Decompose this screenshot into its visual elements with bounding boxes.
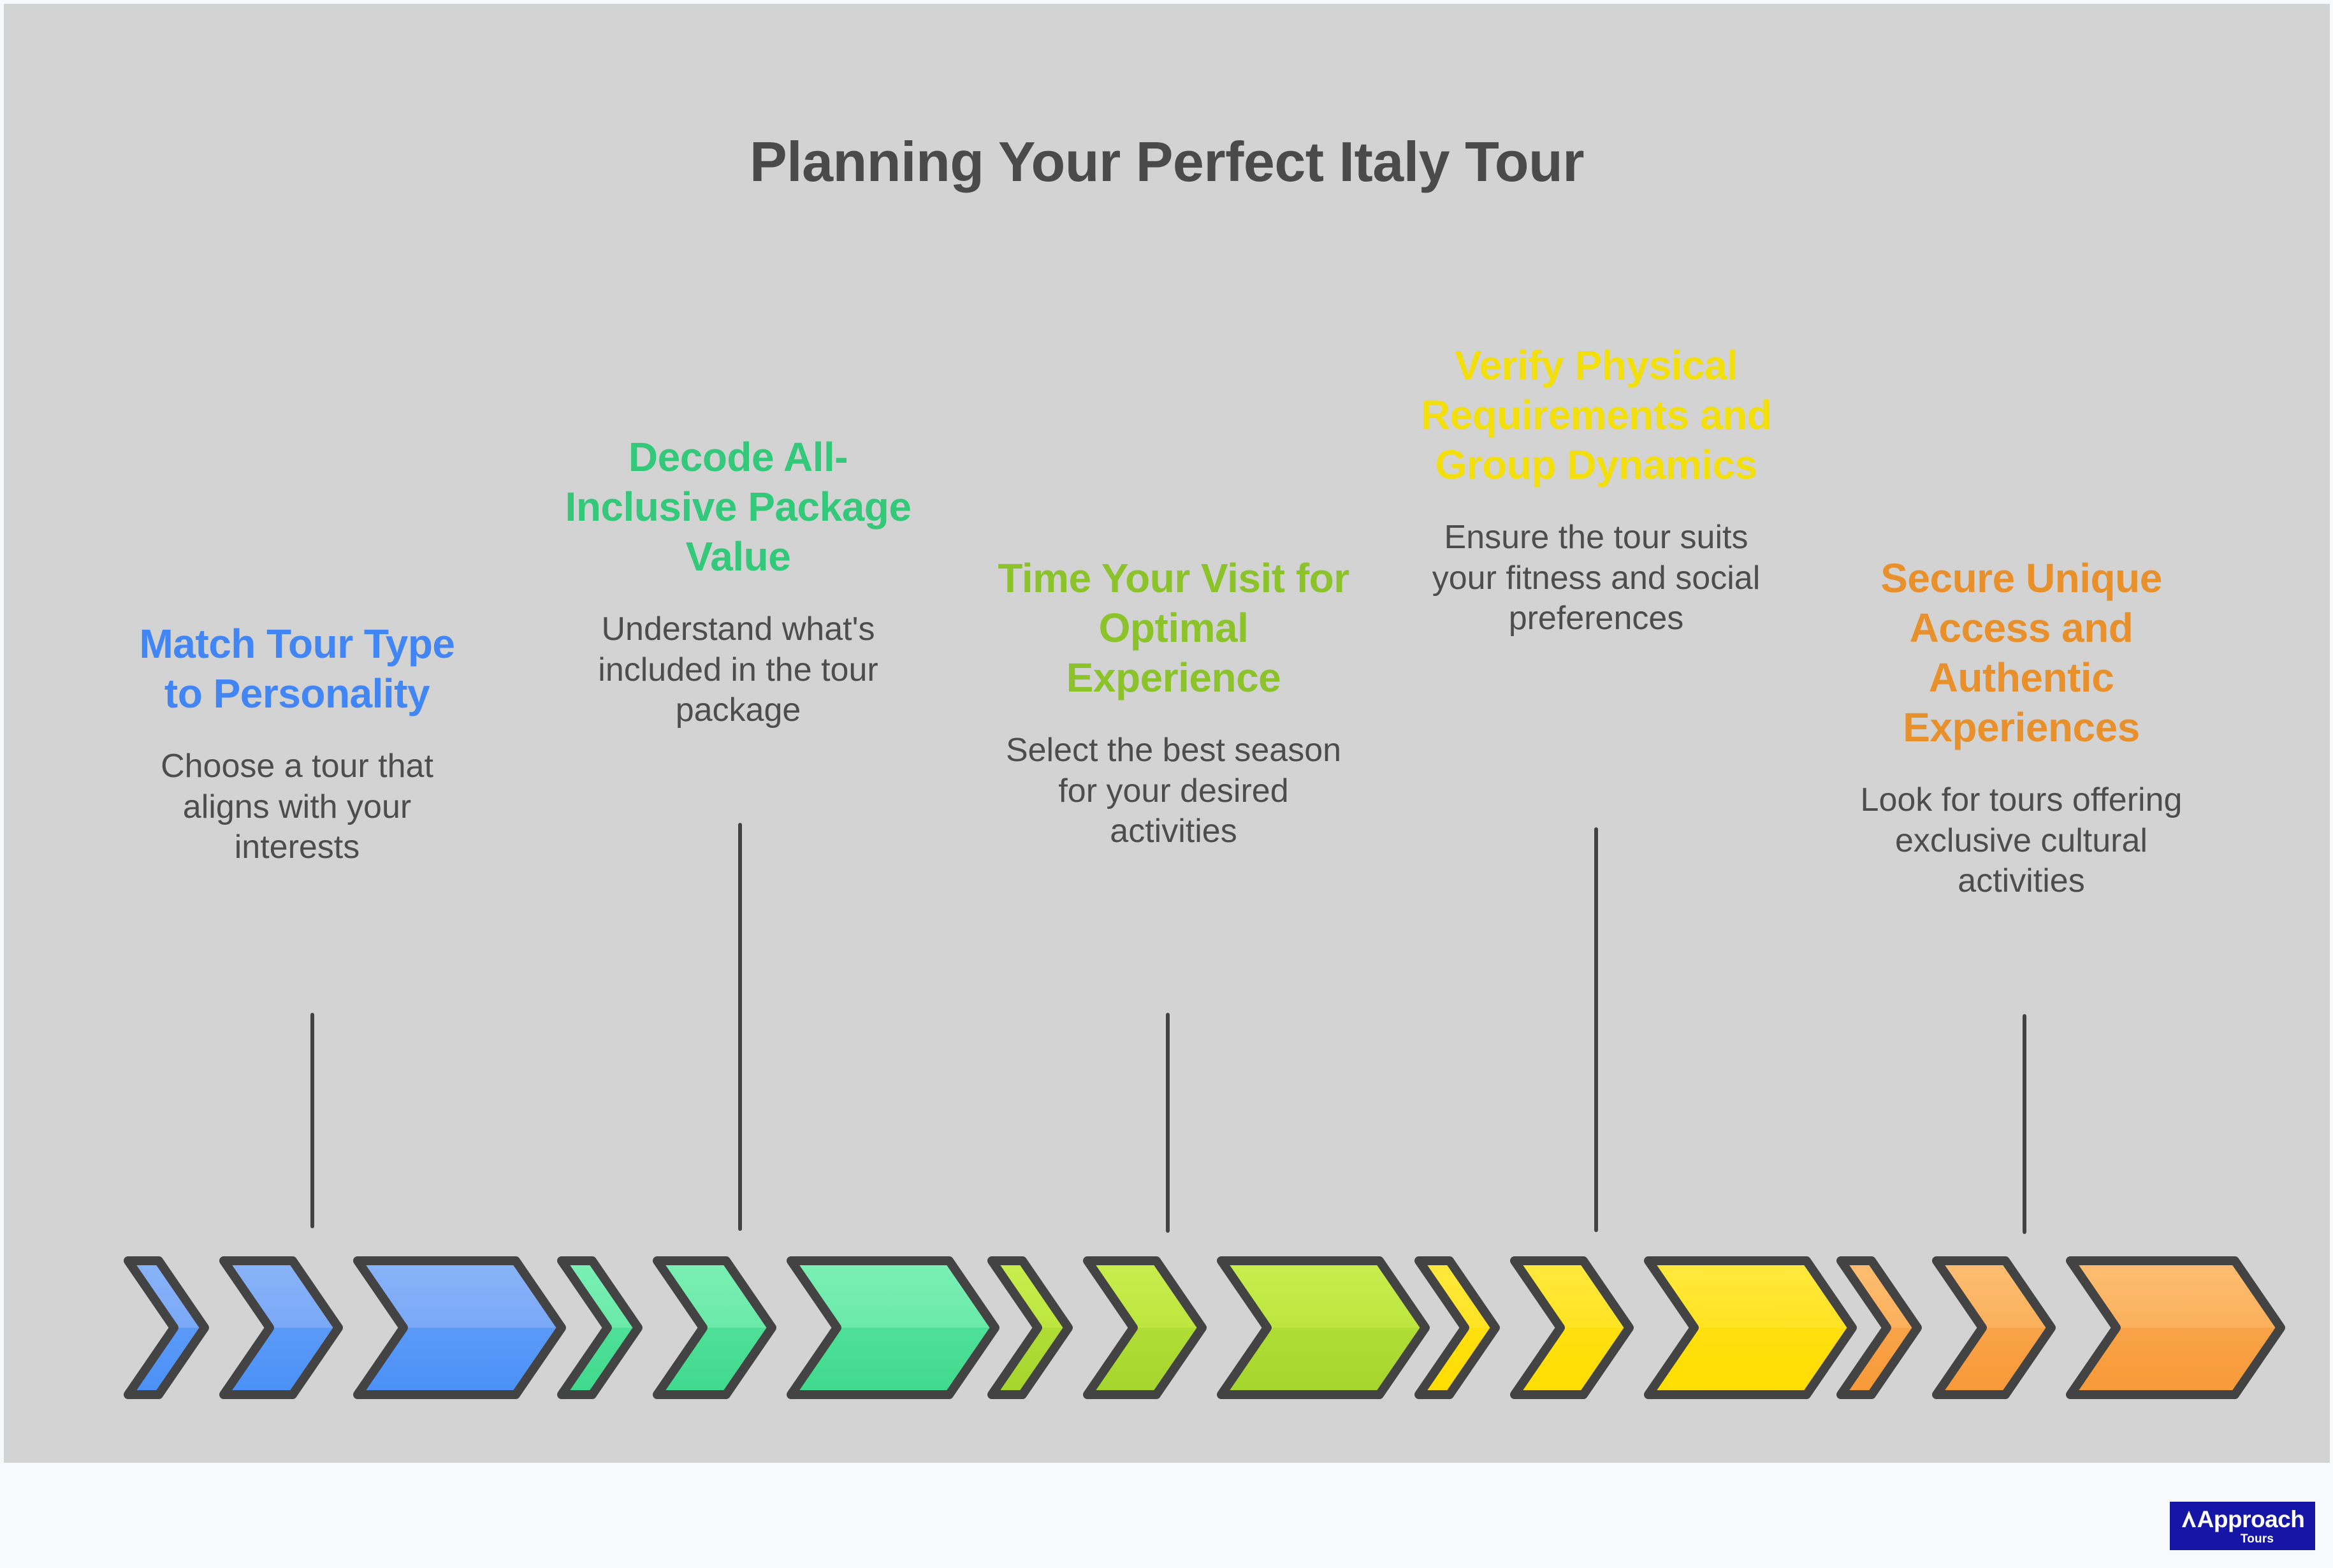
connector-line-4 (1594, 827, 1598, 1232)
chevron-large-icon-4 (1642, 1254, 1859, 1401)
infographic-canvas: Planning Your Perfect Italy Tour Match T… (4, 4, 2330, 1463)
brand-logo[interactable]: Approach Tours (2170, 1502, 2315, 1550)
step-heading-3: Time Your Visit for Optimal Experience (998, 555, 1349, 701)
connector-line-1 (310, 1013, 314, 1228)
step-column-2: Decode All-Inclusive Package Value Under… (560, 432, 917, 731)
chevron-large-icon-3 (1215, 1254, 1432, 1401)
page-title: Planning Your Perfect Italy Tour (749, 130, 1585, 193)
step-heading-5: Secure Unique Access and Authentic Exper… (1880, 555, 2162, 751)
step-column-1: Match Tour Type to Personality Choose a … (119, 619, 476, 867)
chevron-small-icon-2 (555, 1254, 644, 1401)
chevron-medium-icon-3 (1081, 1254, 1209, 1401)
step-heading-2: Decode All-Inclusive Package Value (565, 434, 912, 580)
step-body-4: Ensure the tour suits your fitness and s… (1432, 519, 1761, 637)
chevron-arrow-group-5 (1835, 1254, 2285, 1401)
step-column-5: Secure Unique Access and Authentic Exper… (1836, 553, 2206, 902)
chevron-large-icon-1 (351, 1254, 568, 1401)
chevron-large-icon-2 (785, 1254, 1001, 1401)
chevron-small-icon-5 (1835, 1254, 1924, 1401)
chevron-medium-icon-2 (651, 1254, 778, 1401)
connector-line-2 (738, 823, 742, 1231)
chevron-arrow-group-2 (555, 1254, 999, 1401)
step-column-4: Verify Physical Requirements and Group D… (1418, 340, 1775, 639)
logo-primary-text: Approach (2181, 1507, 2305, 1531)
step-heading-4: Verify Physical Requirements and Group D… (1420, 342, 1772, 488)
chevron-small-icon-1 (122, 1254, 211, 1401)
connector-line-3 (1166, 1013, 1170, 1233)
logo-mountain-a-icon (2181, 1508, 2197, 1527)
connector-line-5 (2023, 1014, 2026, 1234)
step-heading-1: Match Tour Type to Personality (139, 621, 455, 717)
chevron-arrow-group-3 (985, 1254, 1430, 1401)
chevron-arrow-group-1 (122, 1254, 566, 1401)
logo-secondary-label: Tours (2240, 1532, 2274, 1546)
step-column-3: Time Your Visit for Optimal Experience S… (995, 553, 1352, 852)
chevron-small-icon-4 (1413, 1254, 1502, 1401)
chevron-medium-icon-4 (1508, 1254, 1636, 1401)
step-body-5: Look for tours offering exclusive cultur… (1860, 781, 2183, 900)
chevron-small-icon-3 (985, 1254, 1075, 1401)
step-body-2: Understand what's included in the tour p… (598, 611, 878, 729)
chevron-medium-icon-5 (1930, 1254, 2058, 1401)
step-body-3: Select the best season for your desired … (1005, 732, 1342, 850)
step-body-1: Choose a tour that aligns with your inte… (161, 748, 433, 866)
chevron-arrow-group-4 (1413, 1254, 1857, 1401)
chevron-large-icon-5 (2064, 1254, 2287, 1401)
chevron-medium-icon-1 (217, 1254, 345, 1401)
logo-primary-label: Approach (2197, 1506, 2305, 1532)
